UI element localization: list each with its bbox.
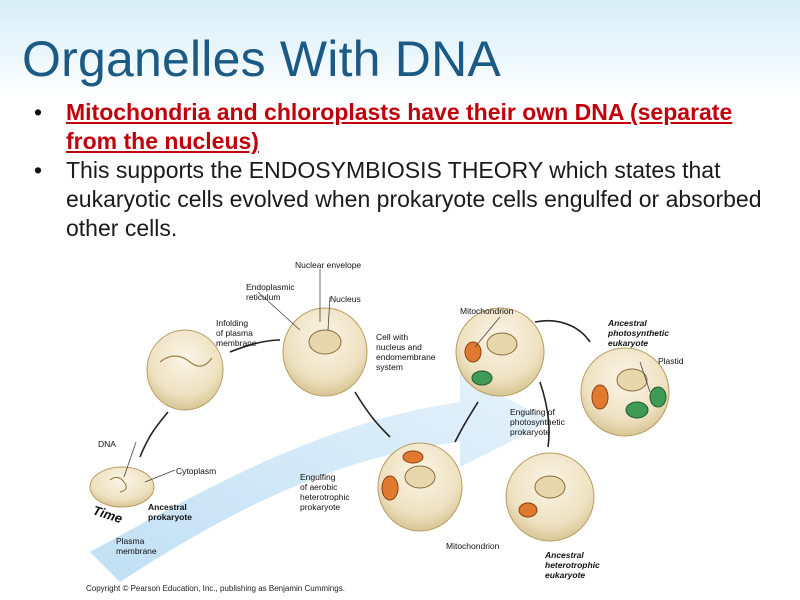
mitochondrion-cell	[455, 307, 545, 397]
label-engulf-photo-line1: Engulfing of	[510, 407, 556, 417]
label-mitochondrion-bottom: Mitochondrion	[446, 541, 500, 551]
mitochondrion-shape	[381, 475, 399, 501]
label-ancestral-heterotrophic-line1: Ancestral	[544, 550, 584, 560]
ancestral-prokaryote-cell	[89, 466, 155, 508]
stage-arrow	[229, 339, 281, 353]
label-ancestral-prokaryote-line2: prokaryote	[148, 512, 192, 522]
stage-arrow	[534, 319, 591, 343]
label-engulf-photo-line3: prokaryote	[510, 427, 550, 437]
label-infolding-line2: of plasma	[216, 328, 253, 338]
stage-arrow	[539, 381, 550, 448]
label-engulf-aerobic-line4: prokaryote	[300, 502, 340, 512]
plastid-shape	[471, 370, 493, 386]
nucleated-cell	[282, 307, 368, 397]
label-ancestral-photosynthetic-line2: photosynthetic	[607, 328, 669, 338]
bullet-item-organelle-dna: • Mitochondria and chloroplasts have the…	[28, 98, 788, 156]
bullet-item-endosymbiosis: • This supports the ENDOSYMBIOSIS THEORY…	[28, 156, 788, 243]
label-ancestral-heterotrophic-line3: eukaryote	[545, 570, 585, 580]
bullet-glyph: •	[33, 99, 43, 125]
bullet-glyph: •	[33, 157, 43, 183]
label-engulf-aerobic-line3: heterotrophic	[300, 492, 350, 502]
label-cell-with-line2: nucleus and	[376, 342, 422, 352]
label-ancestral-prokaryote-line1: Ancestral	[148, 502, 187, 512]
mitochondrion-shape	[464, 341, 482, 363]
plastid-shape	[649, 386, 667, 408]
label-plastid: Plastid	[658, 356, 684, 366]
plastid-shape	[625, 401, 649, 419]
label-cell-with-line3: endomembrane	[376, 352, 436, 362]
photosynthetic-eukaryote-cell	[580, 347, 670, 437]
stage-arrow	[354, 391, 391, 438]
slide-title: Organelles With DNA	[22, 31, 501, 87]
label-engulf-aerobic-line2: of aerobic	[300, 482, 338, 492]
label-engulf-photo-line2: photosynthetic	[510, 417, 566, 427]
label-er-line1: Endoplasmic	[246, 282, 295, 292]
label-engulf-aerobic-line1: Engulfing	[300, 472, 336, 482]
bullet-text-endosymbiosis: This supports the ENDOSYMBIOSIS THEORY w…	[66, 157, 762, 241]
label-cytoplasm: Cytoplasm	[176, 466, 216, 476]
label-nuclear-envelope: Nuclear envelope	[295, 260, 361, 270]
bullet-list: • Mitochondria and chloroplasts have the…	[28, 98, 788, 243]
label-dna: DNA	[98, 439, 116, 449]
label-cell-with-line1: Cell with	[376, 332, 408, 342]
mitochondrion-shape	[402, 450, 424, 464]
label-cell-with-line4: system	[376, 362, 403, 372]
bullet-text-organelle-dna: Mitochondria and chloroplasts have their…	[66, 99, 733, 154]
label-er-line2: reticulum	[246, 292, 280, 302]
label-plasma-membrane-line2: membrane	[116, 546, 157, 556]
label-ancestral-photosynthetic-line3: eukaryote	[608, 338, 648, 348]
ancestral-heterotrophic-cell	[505, 452, 595, 542]
infolding-cell	[146, 329, 224, 411]
mitochondrion-shape	[591, 384, 609, 410]
stage-arrow	[454, 401, 479, 443]
mitochondrion-shape	[518, 502, 538, 518]
time-arrow-band	[90, 372, 550, 582]
label-nucleus: Nucleus	[330, 294, 361, 304]
label-mitochondrion-top: Mitochondrion	[460, 306, 514, 316]
label-plasma-membrane-line1: Plasma	[116, 536, 145, 546]
stage-arrow	[139, 411, 169, 458]
label-infolding-line1: Infolding	[216, 318, 248, 328]
copyright-notice: Copyright © Pearson Education, Inc., pub…	[86, 584, 345, 593]
title-background-band	[0, 0, 800, 95]
engulfing-aerobic-cell	[377, 442, 463, 532]
label-ancestral-heterotrophic-line2: heterotrophic	[545, 560, 600, 570]
label-infolding-line3: membrane	[216, 338, 257, 348]
label-ancestral-photosynthetic-line1: Ancestral	[607, 318, 647, 328]
endosymbiosis-diagram: Nuclear envelope Endoplasmic reticulum N…	[89, 260, 684, 582]
